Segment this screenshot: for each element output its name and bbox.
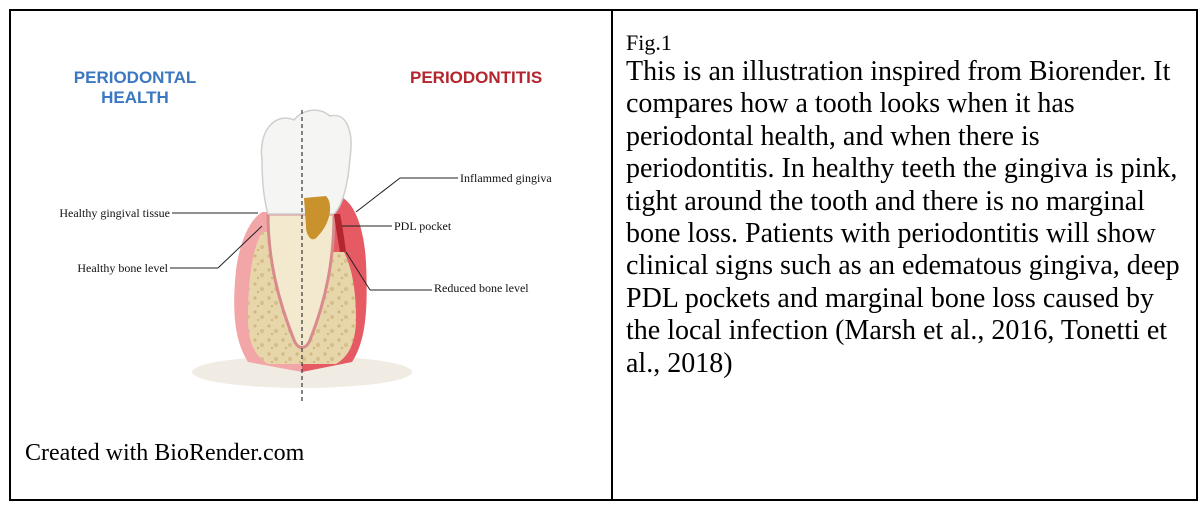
figure-caption: This is an illustration inspired from Bi… bbox=[626, 56, 1186, 380]
heading-periodontal-health: PERIODONTAL HEALTH bbox=[70, 68, 200, 108]
figure-label: Fig.1 bbox=[626, 30, 672, 56]
biorender-credit: Created with BioRender.com bbox=[25, 440, 304, 467]
heading-periodontitis: PERIODONTITIS bbox=[410, 68, 542, 88]
